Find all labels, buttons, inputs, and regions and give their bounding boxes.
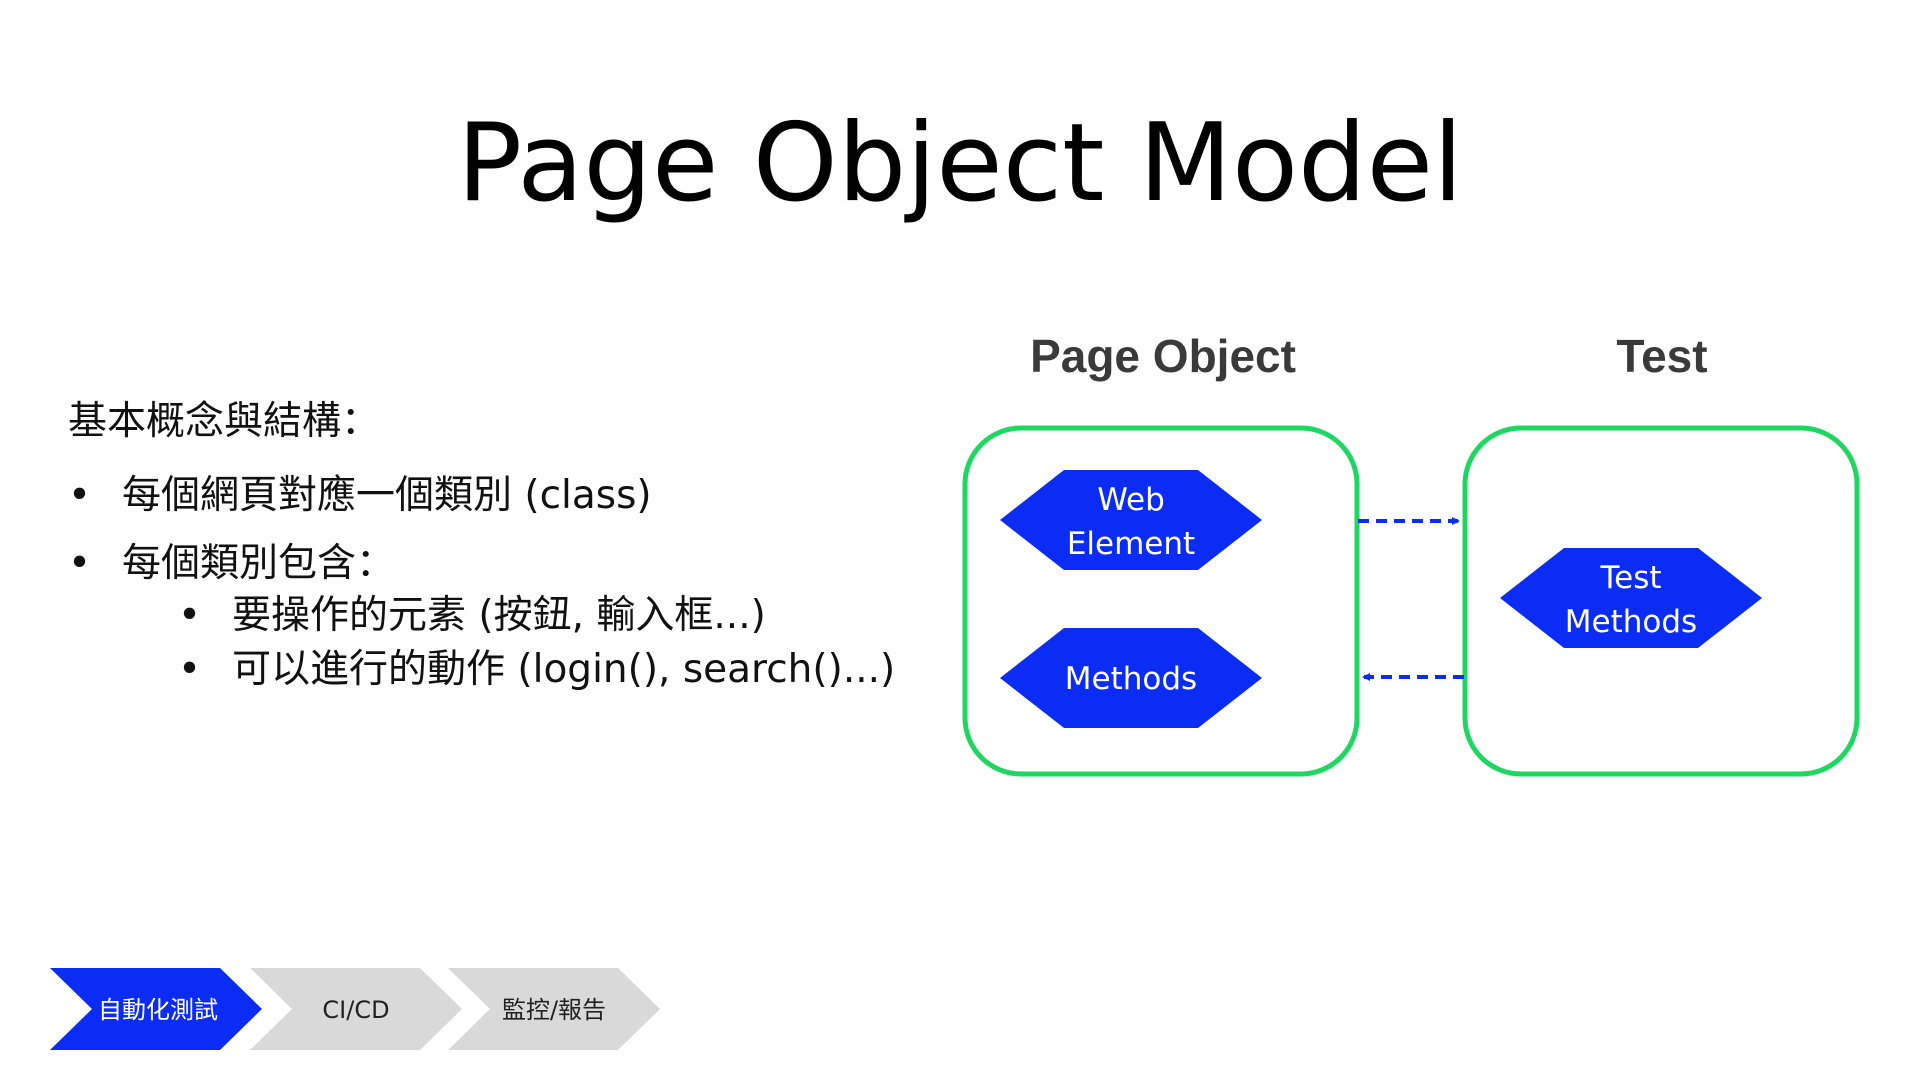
process-step-chevron — [50, 968, 262, 1050]
process-step-chevron — [250, 968, 462, 1050]
process-steps: 自動化測試 CI/CD 監控/報告 — [48, 966, 668, 1052]
test-container — [1462, 425, 1860, 777]
process-step-label: 監控/報告 — [502, 996, 606, 1024]
methods-node — [1000, 628, 1262, 728]
bullet-item-contents: • 每個類別包含： • 要操作的元素 (按鈕, 輸入框...) • 可以進行的動… — [68, 538, 948, 696]
test-methods-label-line2: Methods — [1565, 604, 1697, 640]
bullet-dot-icon: • — [178, 647, 202, 692]
web-element-label-line2: Element — [1067, 526, 1195, 562]
bullet-text: 每個類別包含： — [122, 541, 396, 586]
page-object-label: Page Object — [1030, 330, 1296, 382]
sub-bullet-text: 要操作的元素 (按鈕, 輸入框...) — [232, 593, 766, 638]
concept-heading: 基本概念與結構： — [68, 399, 381, 444]
bullet-item-class: • 每個網頁對應一個類別 (class) — [68, 470, 948, 522]
process-step-cicd[interactable]: CI/CD — [250, 968, 462, 1050]
test-methods-label-line1: Test — [1599, 560, 1661, 596]
methods-label: Methods — [1065, 661, 1197, 697]
pom-diagram: Page Object Test Web Element Methods Tes… — [940, 320, 1900, 800]
web-element-node — [1000, 470, 1262, 570]
test-label: Test — [1616, 330, 1707, 382]
test-methods-node — [1500, 548, 1762, 648]
bullet-text: 每個網頁對應一個類別 (class) — [122, 473, 652, 518]
bullet-dot-icon: • — [68, 473, 92, 518]
sub-bullet-elements: • 要操作的元素 (按鈕, 輸入框...) — [178, 590, 948, 642]
process-step-automation[interactable]: 自動化測試 — [50, 968, 262, 1050]
pom-diagram-svg: Page Object Test Web Element Methods Tes… — [962, 330, 1860, 777]
sub-bullet-text: 可以進行的動作 (login(), search()...) — [232, 647, 896, 692]
bullet-dot-icon: • — [178, 593, 202, 638]
process-steps-svg: 自動化測試 CI/CD 監控/報告 — [50, 968, 660, 1050]
process-step-label: 自動化測試 — [98, 996, 218, 1024]
sub-bullet-list: • 要操作的元素 (按鈕, 輸入框...) • 可以進行的動作 (login()… — [122, 590, 948, 696]
process-step-monitoring[interactable]: 監控/報告 — [448, 968, 660, 1050]
slide-title: Page Object Model — [456, 101, 1464, 226]
process-step-chevron — [448, 968, 660, 1050]
bullet-dot-icon: • — [68, 541, 92, 586]
concept-list: 基本概念與結構： • 每個網頁對應一個類別 (class) • 每個類別包含： … — [68, 396, 948, 712]
bullet-list: • 每個網頁對應一個類別 (class) • 每個類別包含： • 要操作的元素 … — [68, 470, 948, 696]
page-object-container — [962, 425, 1360, 777]
process-step-label: CI/CD — [322, 996, 389, 1024]
web-element-label-line1: Web — [1097, 482, 1165, 518]
sub-bullet-actions: • 可以進行的動作 (login(), search()...) — [178, 644, 948, 696]
